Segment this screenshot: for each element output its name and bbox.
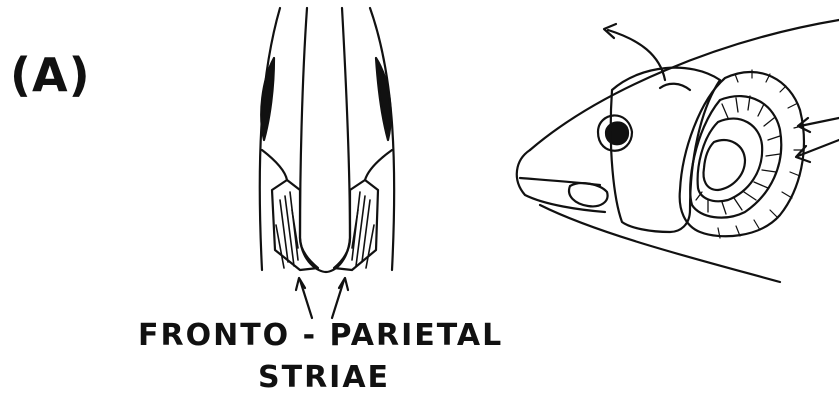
scale-radii bbox=[696, 96, 780, 214]
snout-outline bbox=[300, 8, 350, 272]
right-pointer-line bbox=[332, 280, 344, 318]
left-pointer-line bbox=[300, 280, 312, 318]
left-eye bbox=[261, 58, 274, 140]
right-eye bbox=[376, 58, 391, 140]
operculum bbox=[611, 68, 720, 232]
opercle-dimple bbox=[660, 84, 690, 90]
right-striae bbox=[352, 192, 374, 268]
dorsal-head-view bbox=[260, 8, 394, 318]
left-socket-line bbox=[262, 150, 287, 180]
left-striae bbox=[276, 192, 298, 268]
eye-pupil bbox=[606, 122, 628, 144]
lateral-head-view bbox=[517, 20, 839, 282]
dorsal-outline bbox=[530, 20, 839, 150]
panel-label: (A) bbox=[10, 48, 91, 102]
ventral-outline bbox=[540, 205, 780, 282]
caption-line-1: FRONTO - PARIETAL bbox=[138, 318, 503, 353]
maxilla bbox=[569, 183, 607, 206]
right-socket-line bbox=[365, 150, 392, 180]
curved-arrow bbox=[608, 30, 665, 80]
scale-ring-3 bbox=[698, 119, 763, 202]
scale-ring-4 bbox=[704, 140, 745, 190]
caption-line-2: STRIAE bbox=[258, 360, 390, 395]
